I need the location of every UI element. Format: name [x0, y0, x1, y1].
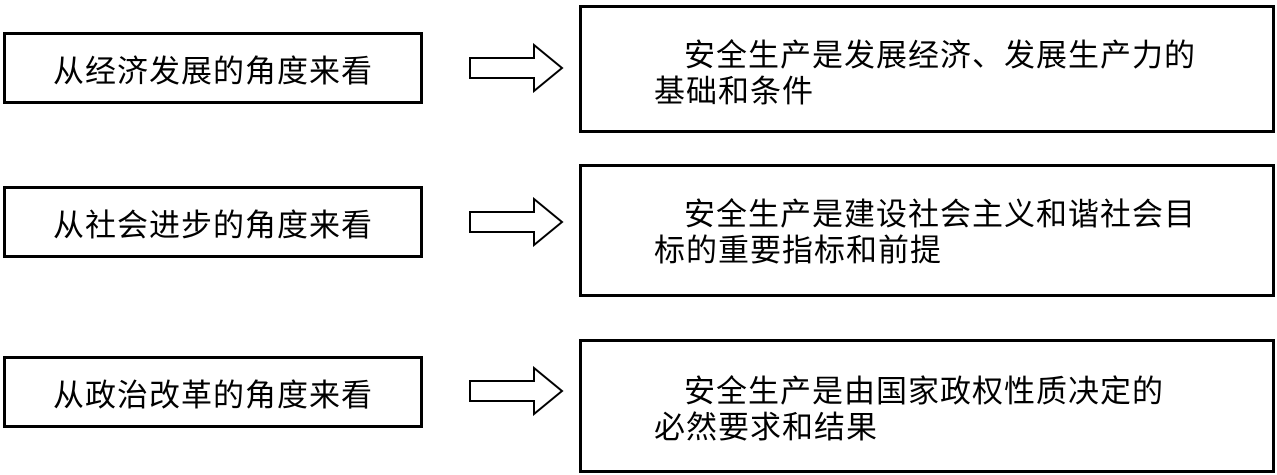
conclusion-box-economic: 安全生产是发展经济、发展生产力的 基础和条件	[579, 5, 1275, 133]
conclusion-line-2: 标的重要指标和前提	[654, 233, 942, 269]
perspective-label: 从社会进步的角度来看	[53, 207, 373, 244]
conclusion-line-1: 安全生产是由国家政权性质决定的	[684, 374, 1164, 410]
perspective-box-economic: 从经济发展的角度来看	[3, 32, 423, 104]
right-arrow-icon	[469, 43, 564, 93]
conclusion-box-social: 安全生产是建设社会主义和谐社会目 标的重要指标和前提	[579, 164, 1275, 297]
perspective-label: 从政治改革的角度来看	[53, 377, 373, 414]
conclusion-line-2: 基础和条件	[654, 74, 814, 110]
conclusion-line-1: 安全生产是建设社会主义和谐社会目	[684, 197, 1196, 233]
right-arrow-icon	[469, 197, 564, 247]
perspective-box-social: 从社会进步的角度来看	[3, 186, 423, 258]
right-arrow-icon	[469, 366, 564, 416]
perspective-label: 从经济发展的角度来看	[53, 53, 373, 90]
perspective-box-political: 从政治改革的角度来看	[3, 356, 423, 428]
conclusion-line-1: 安全生产是发展经济、发展生产力的	[684, 38, 1196, 74]
conclusion-box-political: 安全生产是由国家政权性质决定的 必然要求和结果	[579, 339, 1275, 473]
conclusion-line-2: 必然要求和结果	[654, 410, 878, 446]
